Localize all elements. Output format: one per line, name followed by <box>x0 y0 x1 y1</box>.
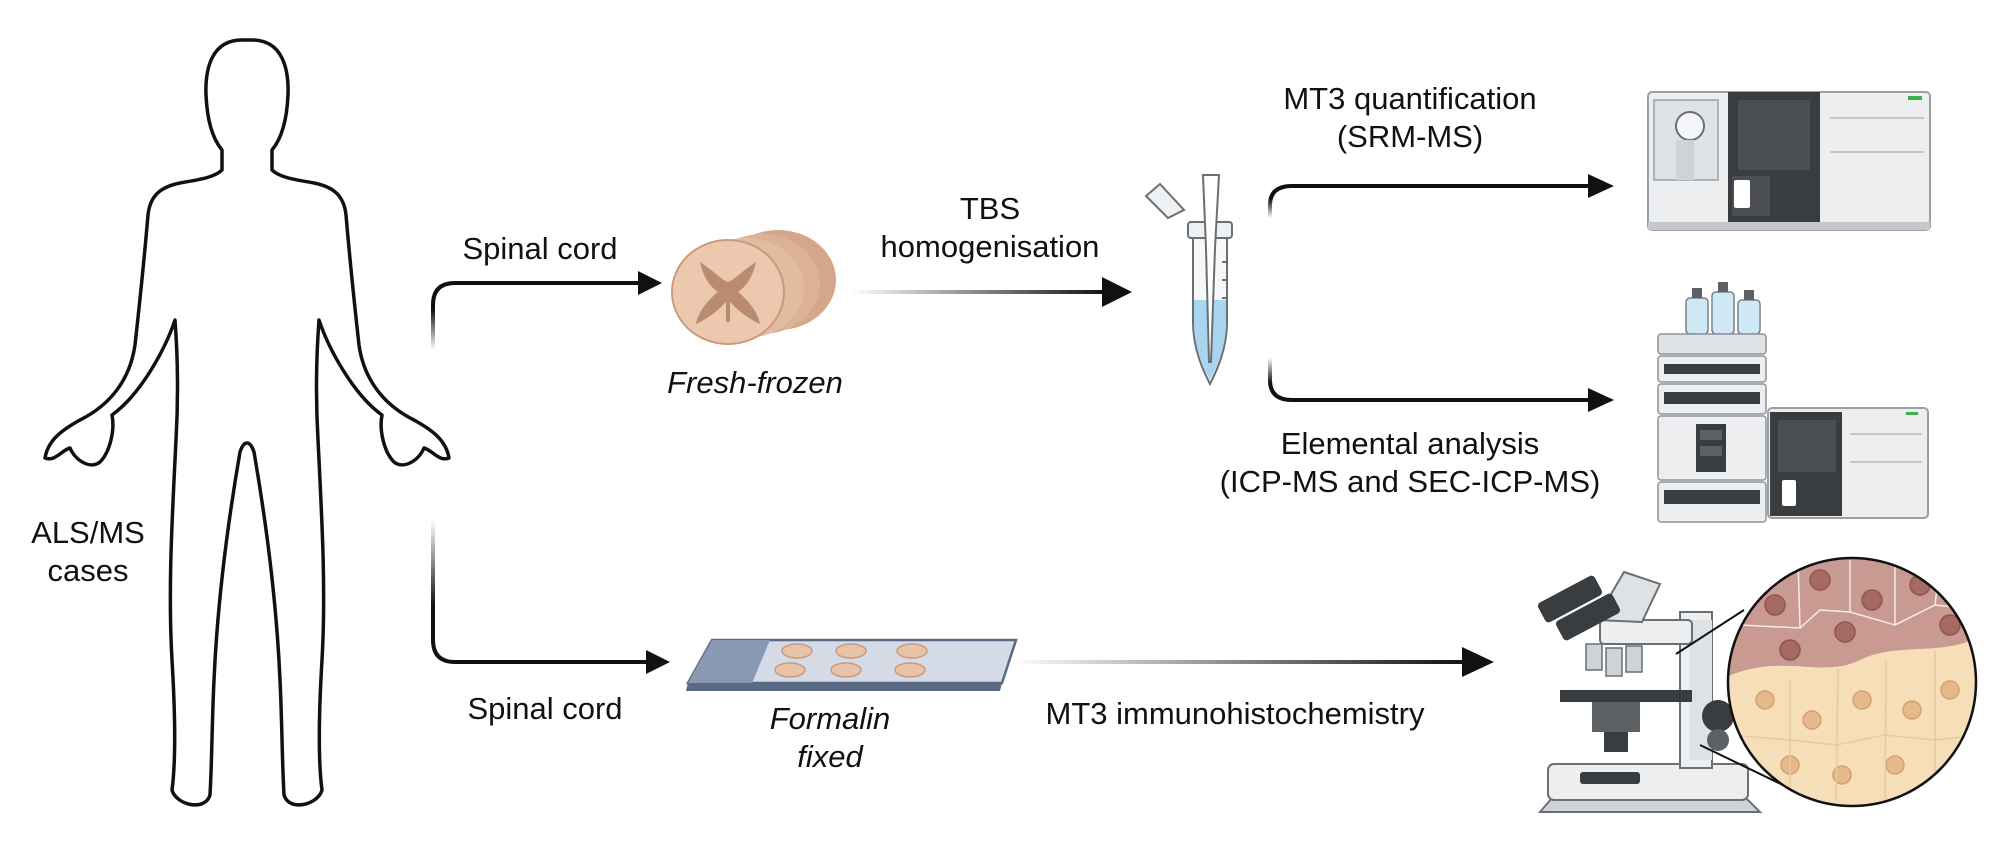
subject-line2: cases <box>47 553 129 588</box>
spinal-cord-icon <box>671 230 836 345</box>
zoom-line-top <box>1675 609 1745 655</box>
mass-spectrometer-icon <box>1647 91 1931 231</box>
arrow-homogenisation <box>850 277 1132 307</box>
branch-bottom-label: Spinal cord <box>467 691 623 726</box>
microscope-icon <box>1537 570 1763 813</box>
homogenisation-label: TBS homogenisation <box>840 190 1140 266</box>
srm-line1: MT3 quantification <box>1283 81 1537 116</box>
subject-line1: ALS/MS <box>31 515 145 550</box>
srm-label: MT3 quantification (SRM-MS) <box>1230 80 1590 156</box>
elemental-label: Elemental analysis (ICP-MS and SEC-ICP-M… <box>1185 425 1635 501</box>
srm-line2: (SRM-MS) <box>1336 119 1484 154</box>
arrow-immunohistochemistry <box>1010 647 1494 677</box>
homogenisation-line2: homogenisation <box>880 229 1100 264</box>
human-body-icon <box>43 38 451 807</box>
elemental-line1: Elemental analysis <box>1280 426 1540 461</box>
magnifier-circle <box>1726 556 1978 808</box>
fork-connector <box>1268 174 1614 412</box>
arrow-head-elemental <box>1588 388 1614 412</box>
elemental-line2: (ICP-MS and SEC-ICP-MS) <box>1219 464 1601 499</box>
formalin-fixed-label: Formalin fixed <box>730 700 930 776</box>
subject-label: ALS/MS cases <box>18 514 158 590</box>
formalin-line1: Formalin <box>769 701 891 736</box>
branch-connector <box>431 271 670 674</box>
ihc-label: MT3 immunohistochemistry <box>1045 696 1425 731</box>
formalin-line2: fixed <box>797 739 863 774</box>
branch-top-label: Spinal cord <box>462 231 618 266</box>
arrow-head-top <box>638 271 662 295</box>
arrow-head-bottom <box>646 650 670 674</box>
fresh-frozen-label: Fresh-frozen <box>667 365 843 400</box>
microcentrifuge-tube-icon <box>1144 174 1233 387</box>
homogenisation-line1: TBS <box>959 191 1021 226</box>
tissue-cells-magnified-icon <box>1728 558 1976 806</box>
microscope-slide-icon <box>685 638 1018 691</box>
arrow-head-srm <box>1588 174 1614 198</box>
hplc-icp-ms-icon <box>1657 282 1929 523</box>
